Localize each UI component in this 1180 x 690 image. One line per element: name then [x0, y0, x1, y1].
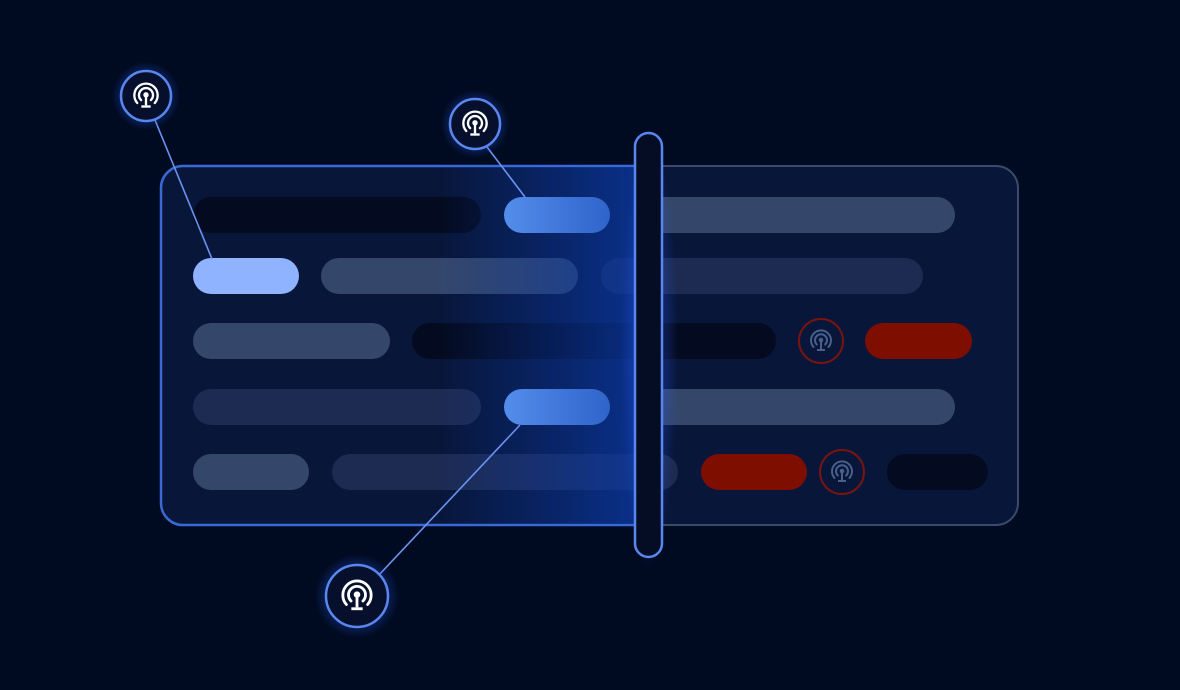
connector-3: [377, 424, 521, 577]
broadcast-antenna-icon: [462, 110, 488, 136]
alert-node-row5: [819, 449, 865, 495]
row1-bar-3: [640, 197, 955, 233]
node-2: [441, 90, 509, 158]
connector-2: [486, 146, 526, 198]
row4-bar-1: [193, 389, 481, 425]
connector-1: [154, 119, 213, 260]
connectors: [154, 119, 526, 577]
broadcast-antenna-icon: [831, 460, 853, 482]
row3-bar-1: [193, 323, 390, 359]
row4-bar-3: [640, 389, 955, 425]
node-3: [315, 554, 399, 638]
broadcast-antenna-icon: [810, 329, 832, 351]
row3-bar-alert: [865, 323, 972, 359]
reveal-glow: [440, 167, 648, 524]
row2-bar-highlight: [193, 258, 299, 294]
row5-bar-alert: [701, 454, 807, 490]
node-1: [112, 62, 180, 130]
alert-node-row3: [798, 318, 844, 364]
broadcast-antenna-icon: [133, 82, 159, 108]
row5-bar-4: [887, 454, 988, 490]
row1-bar-1: [193, 197, 481, 233]
comparison-slider-handle[interactable]: [620, 130, 678, 570]
row2-bar-3: [601, 258, 923, 294]
broadcast-antenna-icon: [341, 579, 373, 611]
row5-bar-1: [193, 454, 309, 490]
